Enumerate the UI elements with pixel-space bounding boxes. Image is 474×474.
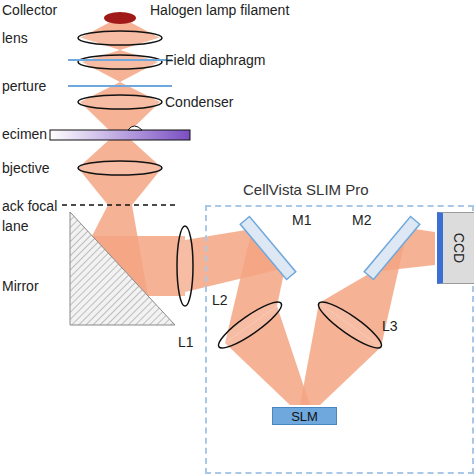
part-label: Halogen lamp filament <box>150 2 289 18</box>
part-label: ack focal <box>2 198 57 214</box>
ccd-camera: CCD <box>437 212 474 284</box>
field-diaphragm <box>68 59 172 61</box>
part-label: Collector <box>2 2 57 18</box>
part-label: L2 <box>212 292 228 308</box>
back-focal-plane <box>62 204 178 206</box>
part-label: L3 <box>382 318 398 334</box>
light-beam <box>78 20 435 405</box>
part-label: Mirror <box>2 278 39 294</box>
part-label: lane <box>2 218 28 234</box>
part-label: bjective <box>2 160 49 176</box>
part-label: lens <box>2 30 28 46</box>
part-label: perture <box>2 78 46 94</box>
slm-device: SLM <box>272 407 337 425</box>
part-label: Field diaphragm <box>165 52 265 68</box>
prism-mirror <box>70 212 175 325</box>
specimen-slide <box>50 130 190 140</box>
aperture-diaphragm <box>68 85 172 87</box>
lamp-filament <box>104 12 136 24</box>
part-label: Condenser <box>165 94 234 110</box>
part-label: M1 <box>292 212 311 228</box>
part-label: ecimen <box>2 126 47 142</box>
node-label: CellVista SLIM Pro <box>243 181 369 198</box>
node-label: SLM <box>291 409 318 424</box>
instrument-region: CellVista SLIM ProCCDSLM <box>205 205 474 474</box>
part-label: L1 <box>178 334 194 350</box>
specimen-sample <box>128 126 142 130</box>
part-label: M2 <box>352 212 371 228</box>
mirror-m1 <box>240 217 295 280</box>
node-label: CCD <box>451 233 467 263</box>
mirror-m2 <box>364 217 419 280</box>
